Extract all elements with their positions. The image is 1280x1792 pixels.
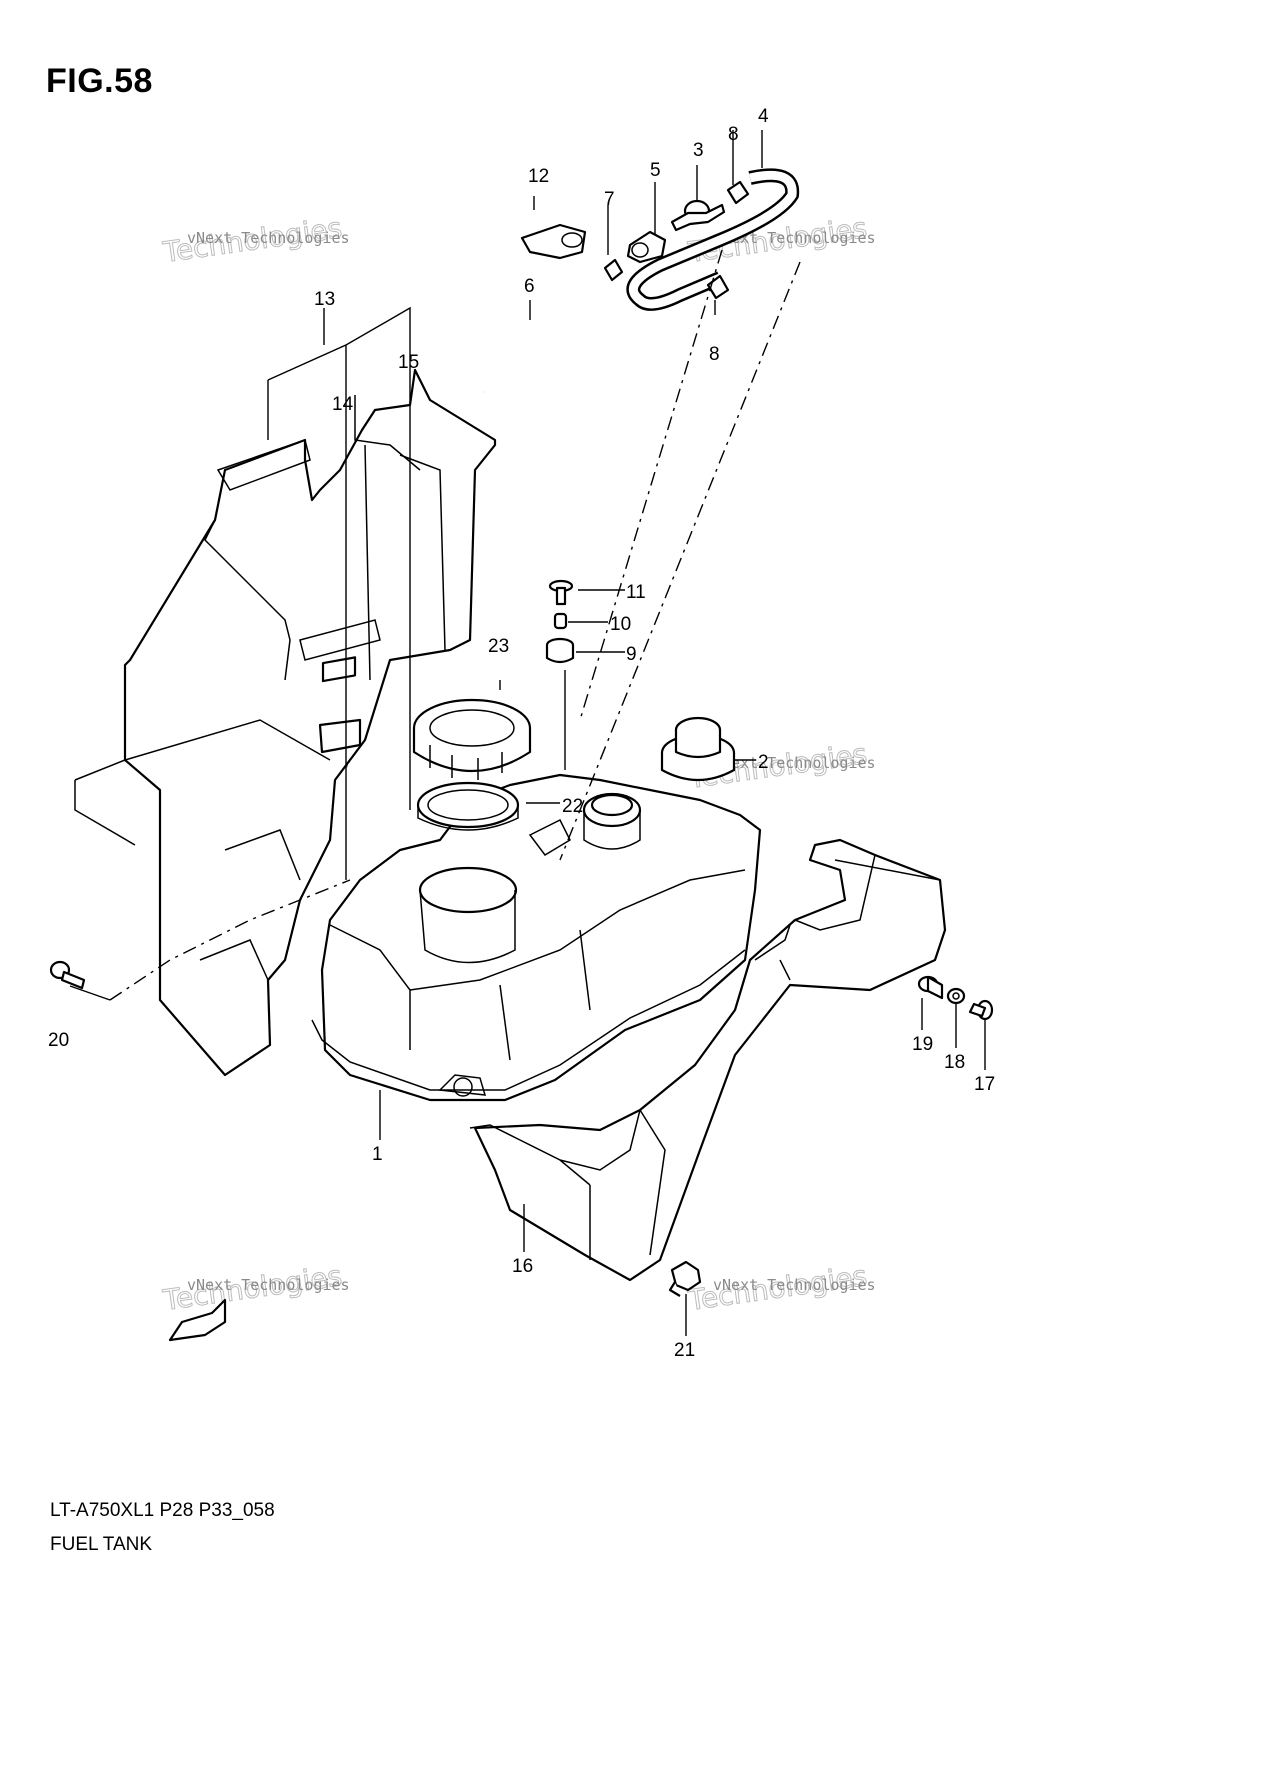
washer-18: [946, 987, 966, 1005]
watermark-text-small: vNext Technologies: [187, 229, 350, 247]
watermark-text-small: vNext Technologies: [713, 1276, 876, 1294]
clip-21: [668, 1260, 702, 1297]
callout-7: 7: [604, 189, 615, 210]
cushion-15: [318, 718, 362, 754]
callout-5: 5: [650, 160, 661, 181]
figure-caption: FUEL TANK: [50, 1534, 153, 1555]
hose-6: [479, 265, 576, 395]
collar-10: [553, 612, 568, 630]
callout-17: 17: [974, 1074, 995, 1095]
watermark-bottom-right: Technologies vNext Technologies: [685, 1259, 876, 1318]
callout-15: 15: [398, 352, 419, 373]
grommet-9: [545, 637, 575, 664]
pump-opening: [418, 866, 518, 914]
callout-labels: 1 2 3 4 5 6 7 8 8 9 10 11 12 13 14 15 16…: [48, 106, 995, 1361]
callout-1: 1: [372, 1144, 383, 1165]
clip-7: [603, 258, 624, 282]
callout-9: 9: [626, 644, 637, 665]
clip-8-top: [726, 180, 750, 205]
callout-11: 11: [626, 582, 646, 603]
callout-21: 21: [674, 1340, 695, 1361]
front-arrow-icon: [168, 1298, 227, 1342]
callout-20: 20: [48, 1030, 69, 1051]
pump-ring-23: [412, 698, 532, 780]
bolt-11: [548, 579, 574, 606]
callout-10: 10: [610, 614, 631, 635]
callout-4: 4: [758, 106, 769, 127]
watermark-text-small: vNext Technologies: [713, 229, 876, 247]
right-side-cover: [469, 838, 947, 1282]
figure-title: FIG.58: [46, 62, 153, 100]
leader-lines: [69, 130, 986, 1336]
watermark-text-small: vNext Technologies: [187, 1276, 350, 1294]
fuel-tank: [311, 773, 762, 1102]
callout-12: 12: [528, 166, 549, 187]
watermark-top-left: Technologies vNext Technologies: [160, 211, 350, 270]
callout-8-top: 8: [728, 124, 739, 145]
callout-6: 6: [524, 276, 535, 297]
callout-19: 19: [912, 1034, 933, 1055]
left-side-cover: [74, 368, 497, 1077]
watermark-text-small: vNext Technologies: [713, 754, 876, 772]
collar-19: [917, 975, 944, 1000]
holder-12: [520, 223, 587, 260]
callout-13: 13: [314, 289, 335, 310]
fuel-cap: [660, 716, 736, 781]
callout-14: 14: [332, 394, 354, 415]
callout-18: 18: [944, 1052, 965, 1073]
valve-3: [670, 199, 726, 232]
model-code: LT-A750XL1 P28 P33_058: [50, 1500, 275, 1521]
pad-15: [321, 656, 357, 683]
watermark-bottom-left: Technologies vNext Technologies: [160, 1259, 350, 1318]
callout-2: 2: [758, 752, 769, 773]
bolt-20: [49, 960, 86, 990]
callout-16: 16: [512, 1256, 533, 1277]
hose-4: [626, 168, 800, 311]
callout-23: 23: [488, 636, 509, 657]
callout-3: 3: [693, 140, 704, 161]
bolt-17: [968, 999, 994, 1021]
callout-8-bottom: 8: [709, 344, 720, 365]
callout-22: 22: [562, 796, 583, 817]
joint-5: [626, 230, 667, 264]
gasket-22: [416, 781, 520, 831]
